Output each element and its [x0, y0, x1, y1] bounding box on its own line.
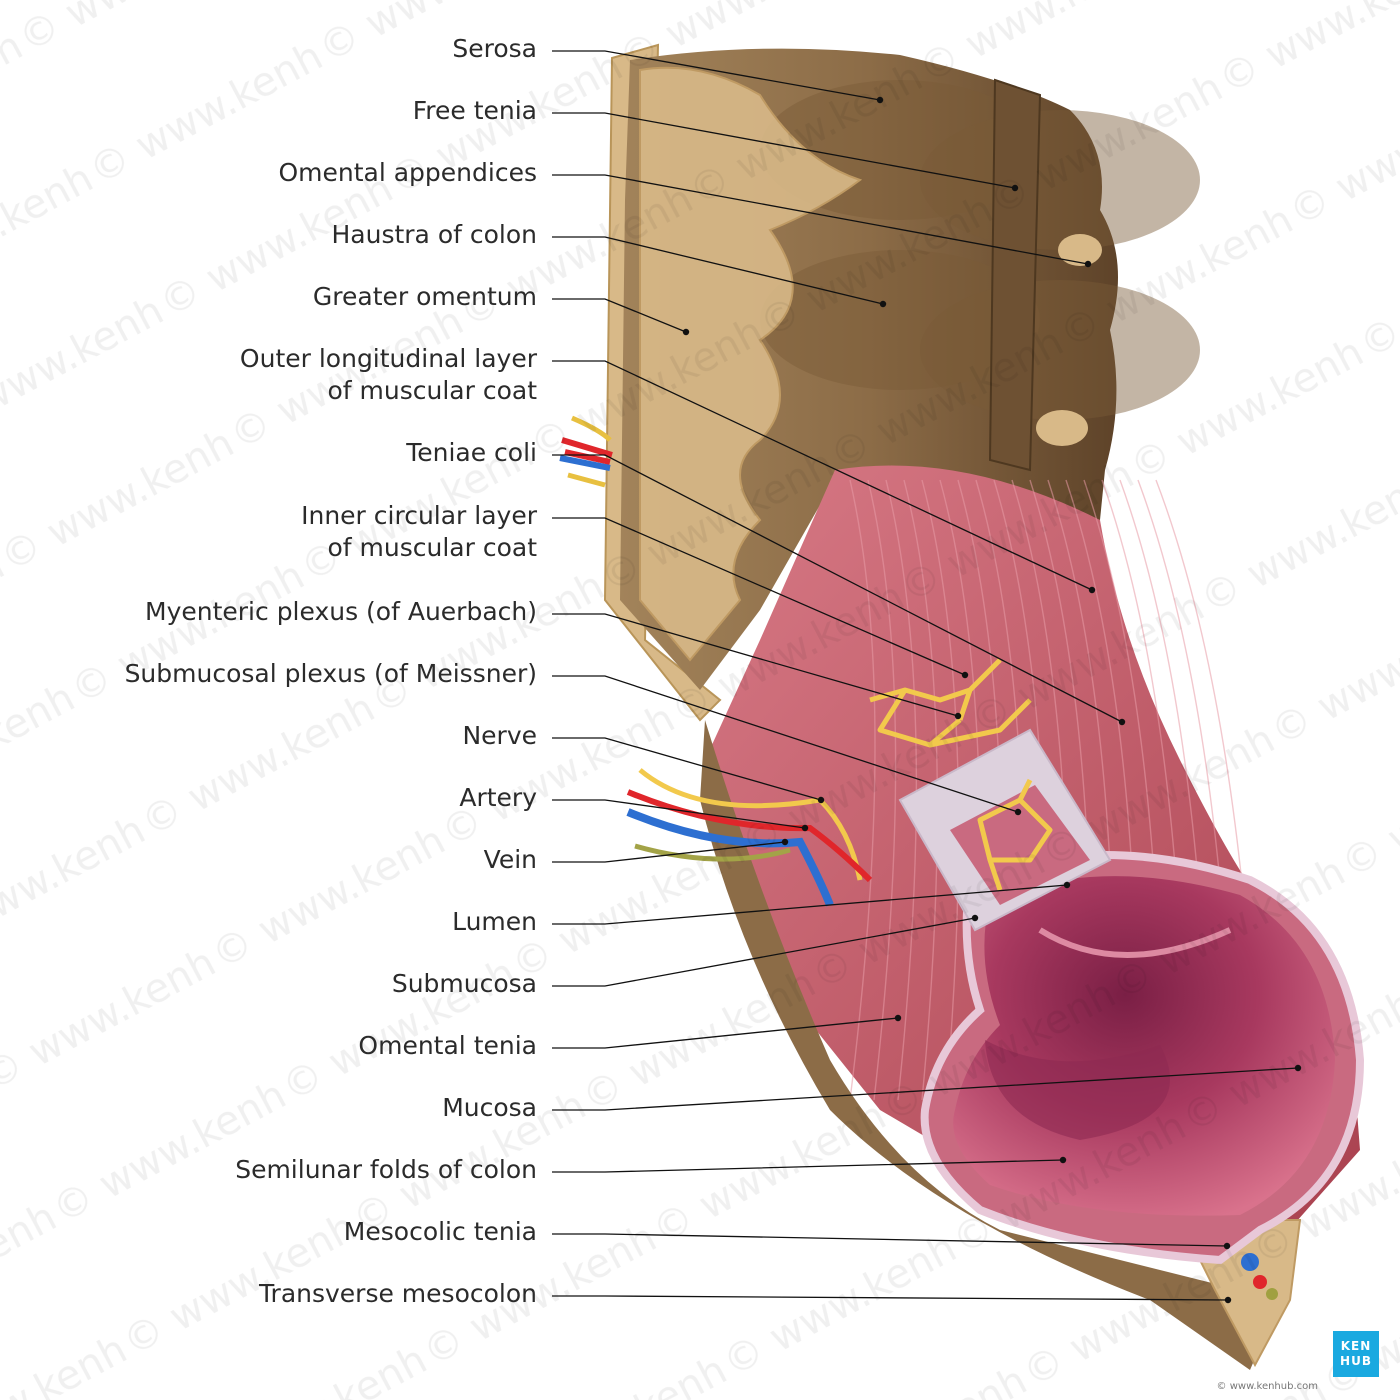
label-greater-omentum-line: Greater omentum	[312, 282, 537, 311]
label-transverse-mesocolon: Transverse mesocolon	[259, 1278, 537, 1310]
label-myenteric-plexus: Myenteric plexus (of Auerbach)	[145, 596, 537, 628]
label-artery-line: Artery	[459, 783, 537, 812]
leader-dot-mesocolic-tenia	[1223, 1242, 1231, 1250]
logo-line-2: HUB	[1340, 1354, 1372, 1368]
leader-line-teniae-coli	[552, 454, 1123, 723]
label-haustra-line: Haustra of colon	[331, 220, 537, 249]
label-myenteric-plexus-line: Myenteric plexus (of Auerbach)	[145, 597, 537, 626]
leader-line-mucosa	[552, 1067, 1299, 1111]
leader-line-haustra	[552, 236, 884, 305]
leader-line-omental-appendices	[552, 174, 1089, 265]
leader-dot-haustra	[879, 300, 887, 308]
leader-line-inner-circular	[552, 517, 966, 676]
leader-line-submucosal-plexus	[552, 675, 1019, 813]
label-artery: Artery	[459, 782, 537, 814]
label-semilunar-folds-line: Semilunar folds of colon	[235, 1155, 537, 1184]
label-mucosa: Mucosa	[442, 1092, 537, 1124]
leader-line-mesocolic-tenia	[552, 1233, 1228, 1247]
leader-line-artery	[552, 799, 806, 829]
leader-dot-omental-tenia	[894, 1014, 902, 1022]
label-outer-longitudinal-line: of muscular coat	[327, 376, 537, 405]
leader-line-greater-omentum	[552, 298, 687, 333]
leader-line-omental-tenia	[552, 1017, 899, 1049]
label-mesocolic-tenia: Mesocolic tenia	[344, 1216, 537, 1248]
label-serosa: Serosa	[452, 33, 537, 65]
leader-line-free-tenia	[552, 112, 1016, 189]
label-inner-circular: Inner circular layer of muscular coat	[301, 500, 537, 564]
leader-dot-mucosa	[1294, 1064, 1302, 1072]
label-vein: Vein	[484, 844, 537, 876]
label-teniae-coli: Teniae coli	[406, 437, 537, 469]
label-submucosa-line: Submucosa	[391, 969, 537, 998]
leader-line-outer-longitudinal	[552, 360, 1093, 591]
leader-line-myenteric-plexus	[552, 613, 959, 717]
label-nerve-line: Nerve	[462, 721, 537, 750]
leader-dot-submucosa	[971, 914, 979, 922]
leader-dot-myenteric-plexus	[954, 712, 962, 720]
label-outer-longitudinal-line: Outer longitudinal layer	[239, 344, 537, 373]
label-serosa-line: Serosa	[452, 34, 537, 63]
leader-dot-submucosal-plexus	[1014, 808, 1022, 816]
leader-line-serosa	[552, 50, 881, 101]
label-omental-appendices-line: Omental appendices	[278, 158, 537, 187]
leader-dot-serosa	[876, 96, 884, 104]
logo-line-1: KEN	[1340, 1339, 1372, 1353]
label-omental-appendices: Omental appendices	[278, 157, 537, 189]
label-free-tenia-line: Free tenia	[412, 96, 537, 125]
label-submucosal-plexus-line: Submucosal plexus (of Meissner)	[124, 659, 537, 688]
leader-dot-lumen	[1063, 881, 1071, 889]
label-free-tenia: Free tenia	[413, 95, 537, 127]
label-lumen: Lumen	[452, 906, 537, 938]
leader-dot-omental-appendices	[1084, 260, 1092, 268]
leader-dot-outer-longitudinal	[1088, 586, 1096, 594]
leader-line-nerve	[552, 737, 822, 801]
label-teniae-coli-line: Teniae coli	[406, 438, 537, 467]
leader-dot-vein	[781, 838, 789, 846]
label-inner-circular-line: Inner circular layer	[301, 501, 537, 530]
label-nerve: Nerve	[462, 720, 537, 752]
label-transverse-mesocolon-line: Transverse mesocolon	[258, 1279, 537, 1308]
label-omental-tenia: Omental tenia	[358, 1030, 537, 1062]
label-haustra: Haustra of colon	[331, 219, 537, 251]
leader-dot-teniae-coli	[1118, 718, 1126, 726]
leader-dot-artery	[801, 824, 809, 832]
credit-text[interactable]: © www.kenhub.com	[1216, 1381, 1318, 1392]
label-lumen-line: Lumen	[452, 907, 537, 936]
kenhub-logo[interactable]: KEN HUB	[1333, 1331, 1379, 1377]
leader-dot-nerve	[817, 796, 825, 804]
label-submucosal-plexus: Submucosal plexus (of Meissner)	[125, 658, 537, 690]
leader-dot-transverse-mesocolon	[1224, 1296, 1232, 1304]
leader-dot-free-tenia	[1011, 184, 1019, 192]
leader-line-transverse-mesocolon	[552, 1295, 1229, 1301]
label-vein-line: Vein	[483, 845, 537, 874]
label-omental-tenia-line: Omental tenia	[358, 1031, 537, 1060]
label-semilunar-folds: Semilunar folds of colon	[235, 1154, 537, 1186]
label-submucosa: Submucosa	[392, 968, 537, 1000]
leader-line-lumen	[552, 884, 1068, 925]
leader-line-submucosa	[552, 917, 976, 987]
label-outer-longitudinal: Outer longitudinal layer of muscular coat	[240, 343, 537, 407]
leader-line-semilunar-folds	[552, 1159, 1064, 1173]
leader-dot-inner-circular	[961, 671, 969, 679]
leader-line-vein	[552, 841, 786, 863]
label-greater-omentum: Greater omentum	[313, 281, 537, 313]
label-inner-circular-line: of muscular coat	[327, 533, 537, 562]
leader-dot-semilunar-folds	[1059, 1156, 1067, 1164]
label-mesocolic-tenia-line: Mesocolic tenia	[343, 1217, 537, 1246]
label-mucosa-line: Mucosa	[442, 1093, 537, 1122]
leader-dot-greater-omentum	[682, 328, 690, 336]
